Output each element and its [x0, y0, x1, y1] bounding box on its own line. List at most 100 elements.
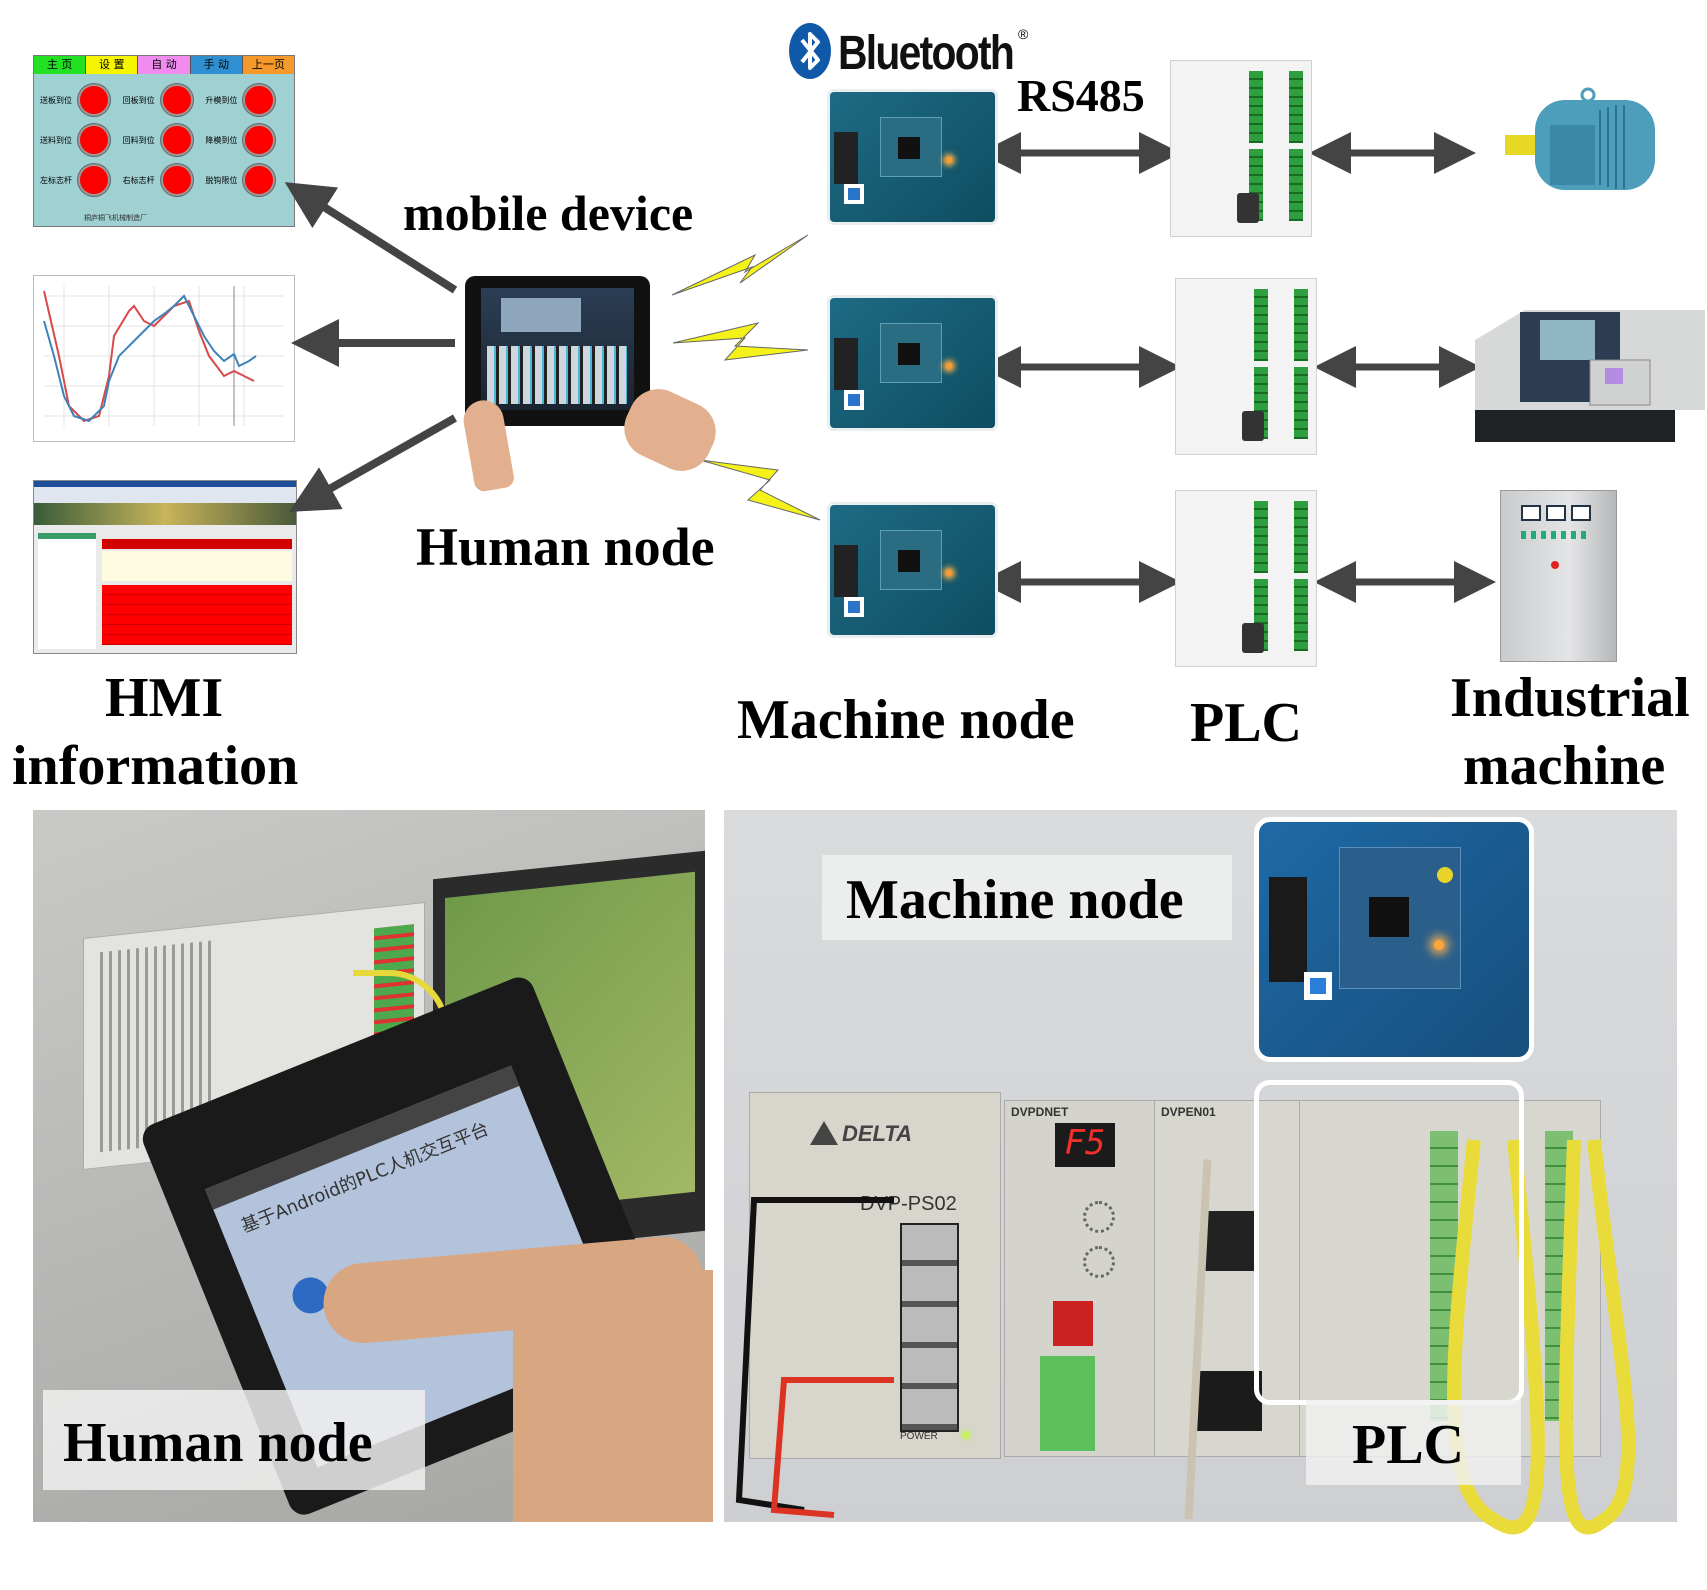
machine-node-highlight [1254, 817, 1534, 1062]
machine-node-photo: Machine node DELTA DVP-PS02 POWER DVPDNE… [724, 810, 1677, 1535]
indicator-grid: 送板到位 回板到位 升模到位 送料到位 回料到位 降模到位 左标志杆 右标志杆 … [34, 74, 294, 196]
indicator: 回料到位 [123, 124, 206, 156]
indicator: 降模到位 [205, 124, 288, 156]
human-node-label: Human node [416, 517, 715, 577]
web-hmi-screenshot [33, 480, 297, 654]
arrow-to-web-hmi [289, 414, 457, 512]
rs485-label: RS485 [1017, 70, 1145, 121]
debug-header [1269, 877, 1307, 982]
hmi-tab: 上一页 [242, 56, 295, 74]
mixer-faders [487, 346, 627, 404]
hmi-tab: 手 动 [190, 56, 243, 74]
hmi-tab: 自 动 [138, 56, 191, 74]
plc-unit-3 [1175, 490, 1317, 667]
tablet-screen [481, 288, 634, 410]
human-node-caption: Human node [63, 1412, 373, 1474]
alarm-header-row [102, 539, 292, 549]
machine-node-caption-box [822, 855, 1232, 940]
wireless-bolt-3 [699, 459, 821, 521]
electrical-cabinet [1500, 490, 1617, 662]
plc-unit-2 [1175, 278, 1317, 455]
machine-node-board-1 [830, 92, 995, 222]
wireless-bolt-2 [672, 322, 809, 361]
indicator: 回板到位 [123, 84, 206, 116]
tablet-device [465, 276, 650, 426]
lamp-icon [78, 164, 110, 196]
lamp-icon [78, 84, 110, 116]
electric-motor [1505, 87, 1655, 190]
dip-switch [1053, 1301, 1093, 1346]
hmi-information-label-line1: HMI [105, 667, 224, 729]
rotary-switch-2 [1083, 1246, 1115, 1278]
gauge-icon [1546, 505, 1566, 521]
rs232-port [1203, 1211, 1258, 1271]
plc-caption: PLC [1352, 1414, 1464, 1476]
alarm-detail-box [102, 551, 292, 581]
human-node-photo: 基于Android的PLC人机交互平台 Human node [33, 810, 713, 1522]
status-led [1434, 940, 1444, 950]
wireless-bolt-1 [671, 234, 809, 296]
power-led [962, 1431, 970, 1439]
power-module: DELTA DVP-PS02 POWER [749, 1092, 1001, 1459]
power-module-model: DVP-PS02 [860, 1193, 957, 1215]
lamp-icon [243, 164, 276, 196]
display-value: F5 [1064, 1123, 1106, 1163]
dvpen01-module: DVPEN01 [1154, 1100, 1301, 1457]
machine-node-board-2 [830, 298, 995, 428]
lamp-icon [160, 164, 193, 196]
industrial-machine-label-line1: Industrial [1450, 667, 1690, 729]
trend-series-blue [43, 294, 257, 423]
indicator-label: 回板到位 [122, 95, 155, 105]
arrow-to-hmi-panel [284, 182, 458, 294]
indicator: 右标志杆 [123, 164, 206, 196]
indicator-label: 降模到位 [205, 135, 238, 145]
bluetooth-wordmark: Bluetooth [838, 27, 1015, 80]
indicator-label: 左标志杆 [40, 175, 72, 185]
bt-chip [1369, 897, 1409, 937]
indicator-label: 右标志杆 [122, 175, 155, 185]
web-banner [34, 503, 296, 525]
indicator: 左标志杆 [40, 164, 123, 196]
gauge-icon [1571, 505, 1591, 521]
indicator: 脱钩限位 [205, 164, 288, 196]
bluetooth-icon [789, 23, 831, 79]
power-label: POWER [900, 1431, 938, 1442]
hmi-tab: 主 页 [34, 56, 87, 74]
indicator-label: 升模到位 [205, 95, 238, 105]
lamp-icon [160, 84, 193, 116]
hmi-footer: 桐庐桐飞机械制造厂 [84, 214, 147, 222]
alarm-rows [102, 585, 292, 645]
indicator-label: 脱钩限位 [205, 175, 238, 185]
terminal-block [900, 1223, 959, 1432]
yellow-button [1437, 867, 1453, 883]
green-connector [1040, 1356, 1095, 1451]
indicator-label: 送料到位 [40, 135, 72, 145]
seven-segment-display: F5 [1055, 1123, 1115, 1167]
machine-node-caption: Machine node [846, 869, 1184, 931]
dvpdnet-module: DVPDNET F5 [1004, 1100, 1156, 1457]
registered-mark: ® [1018, 26, 1029, 42]
power-wires [735, 1197, 894, 1518]
dvpdnet-label: DVPDNET [1011, 1105, 1069, 1119]
hmi-tab: 设 置 [86, 56, 139, 74]
lamp-icon [78, 124, 110, 156]
hmi-information-label-line2: information [12, 735, 299, 797]
industrial-machine-label-line2: machine [1463, 735, 1666, 797]
browser-toolbar [34, 487, 296, 503]
machine-node-label: Machine node [737, 689, 1075, 751]
plc-label: PLC [1190, 692, 1302, 754]
browser-titlebar [34, 481, 296, 487]
indicator-label: 回料到位 [122, 135, 155, 145]
human-node-caption-box [43, 1390, 425, 1490]
web-sidebar [38, 533, 96, 649]
bluetooth-board [1259, 822, 1529, 1057]
indicator: 升模到位 [205, 84, 288, 116]
gauge-icon [1521, 505, 1541, 521]
hmi-panel-screenshot: 主 页 设 置 自 动 手 动 上一页 送板到位 回板到位 升模到位 送料到位 … [33, 55, 295, 227]
stop-button-icon [1551, 561, 1559, 569]
lamp-icon [243, 84, 276, 116]
cnc-lathe [1475, 310, 1705, 442]
hand [513, 1270, 713, 1522]
indicator-label: 送板到位 [40, 95, 72, 105]
connector-arrows [284, 132, 1496, 603]
